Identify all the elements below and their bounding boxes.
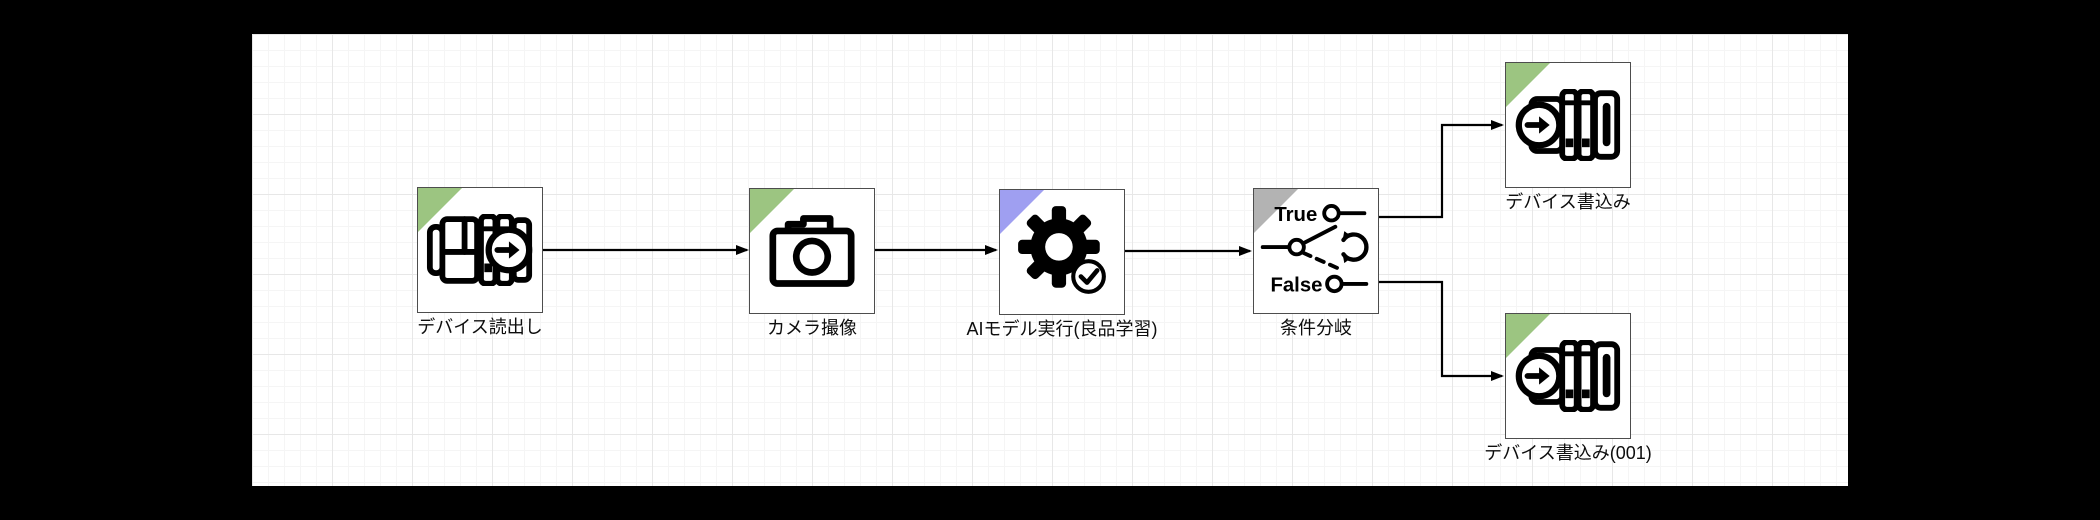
flow-canvas[interactable]: デバイス読出し カメラ撮像 xyxy=(252,34,1848,486)
edges-layer xyxy=(543,120,1504,381)
device-write-icon xyxy=(1506,63,1630,187)
node-device-write-001[interactable]: デバイス書込み(001) xyxy=(1484,313,1652,463)
corner-triangle xyxy=(1254,189,1298,233)
branch-true-label: True xyxy=(1274,204,1317,226)
branch-switch-icon: True False xyxy=(1260,204,1369,297)
corner-triangle xyxy=(418,188,462,232)
node-condition-branch[interactable]: True False 条件分岐 xyxy=(1253,188,1379,338)
camera-icon xyxy=(750,189,874,313)
node-label: カメラ撮像 xyxy=(767,318,857,338)
node-label: 条件分岐 xyxy=(1280,318,1352,338)
corner-triangle xyxy=(750,189,794,233)
branch-false-label: False xyxy=(1270,275,1322,297)
device-write-icon xyxy=(1506,314,1630,438)
node-label: デバイス書込み xyxy=(1505,192,1631,212)
node-device-write[interactable]: デバイス書込み xyxy=(1505,62,1631,212)
node-label: デバイス書込み(001) xyxy=(1484,443,1652,463)
corner-triangle xyxy=(1506,314,1550,358)
node-ai-model-run[interactable]: AIモデル実行(良品学習) xyxy=(967,189,1158,339)
corner-triangle xyxy=(1506,63,1550,107)
node-label: AIモデル実行(良品学習) xyxy=(966,319,1158,339)
node-camera-capture[interactable]: カメラ撮像 xyxy=(749,188,875,338)
edge-branch-false-to-device-write-001[interactable] xyxy=(1379,280,1504,381)
node-label: デバイス読出し xyxy=(417,317,543,337)
corner-triangle xyxy=(1000,190,1044,234)
edge-branch-true-to-device-write[interactable] xyxy=(1379,120,1504,219)
node-device-read[interactable]: デバイス読出し xyxy=(417,187,543,337)
device-read-icon xyxy=(418,188,542,312)
gear-check-icon xyxy=(1000,190,1124,314)
